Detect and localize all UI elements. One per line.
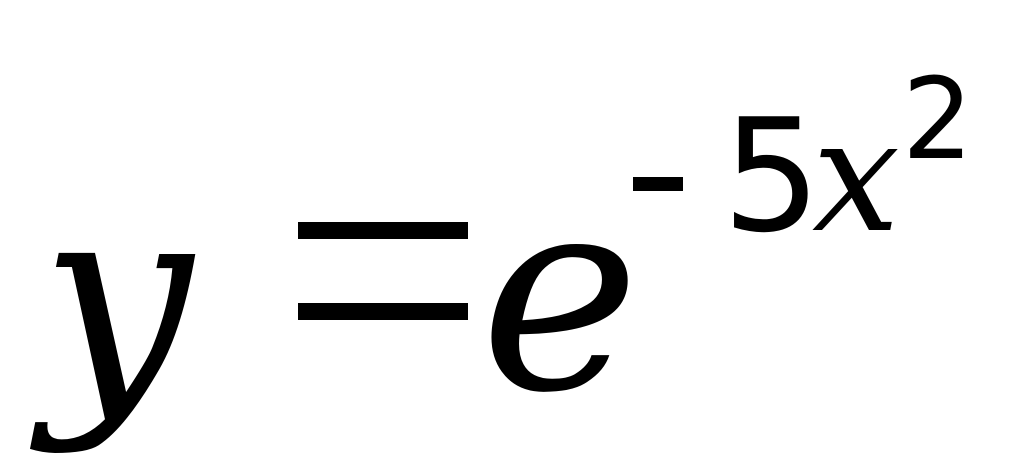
exponent-variable-x: x — [812, 85, 900, 267]
equals-sign — [298, 222, 468, 320]
equals-bar-top — [298, 222, 468, 239]
equals-bar-bottom — [298, 303, 468, 320]
variable-y: y — [40, 142, 193, 457]
exponent-coefficient: 5 — [722, 85, 822, 267]
base-e: e — [480, 137, 640, 452]
exponent-minus-sign — [633, 177, 683, 191]
exponent-power: 2 — [902, 55, 974, 185]
